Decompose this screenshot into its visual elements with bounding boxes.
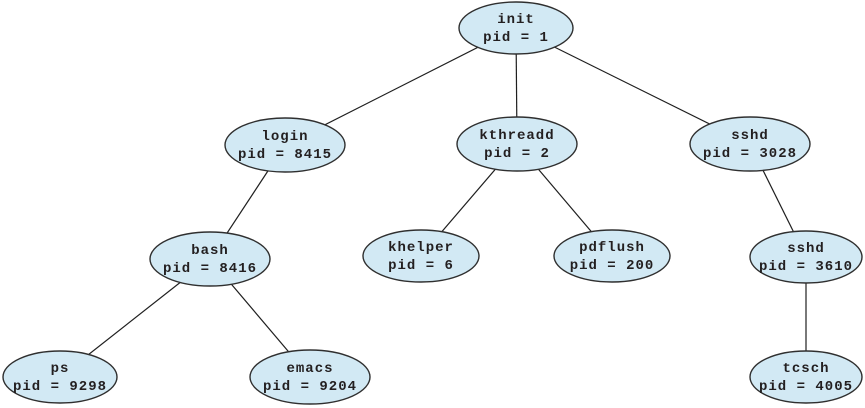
node-pdflush-pid: pid = 200 xyxy=(570,258,655,274)
node-login: login pid = 8415 xyxy=(224,117,346,173)
node-sshd-3028-shape xyxy=(689,116,811,172)
node-khelper: khelper pid = 6 xyxy=(362,229,480,283)
node-khelper-shape xyxy=(362,229,480,283)
node-sshd-3610: sshd pid = 3610 xyxy=(749,230,863,284)
node-init: init pid = 1 xyxy=(458,1,574,55)
node-login-pid: pid = 8415 xyxy=(238,147,332,163)
node-emacs-pid: pid = 9204 xyxy=(263,379,357,395)
node-emacs: emacs pid = 9204 xyxy=(249,349,371,405)
node-init-name: init xyxy=(497,12,535,28)
node-ps-pid: pid = 9298 xyxy=(13,379,107,395)
node-tcsch-pid: pid = 4005 xyxy=(759,379,853,395)
node-bash: bash pid = 8416 xyxy=(149,231,271,287)
node-emacs-name: emacs xyxy=(286,361,333,377)
node-emacs-shape xyxy=(249,349,371,405)
node-sshd-3028-pid: pid = 3028 xyxy=(703,146,797,162)
node-bash-shape xyxy=(149,231,271,287)
node-sshd-3028-name: sshd xyxy=(731,128,769,144)
node-bash-name: bash xyxy=(191,243,229,259)
node-khelper-pid: pid = 6 xyxy=(388,258,454,274)
node-init-pid: pid = 1 xyxy=(483,30,549,46)
node-init-shape xyxy=(458,1,574,55)
node-sshd-3610-pid: pid = 3610 xyxy=(759,259,853,275)
node-sshd-3028: sshd pid = 3028 xyxy=(689,116,811,172)
node-tcsch: tcsch pid = 4005 xyxy=(749,350,863,404)
node-ps: ps pid = 9298 xyxy=(2,350,118,404)
node-sshd-3610-shape xyxy=(749,230,863,284)
node-kthreadd-shape xyxy=(456,116,578,172)
node-tcsch-shape xyxy=(749,350,863,404)
node-login-shape xyxy=(224,117,346,173)
node-pdflush: pdflush pid = 200 xyxy=(553,229,671,283)
node-kthreadd: kthreadd pid = 2 xyxy=(456,116,578,172)
node-tcsch-name: tcsch xyxy=(782,361,829,377)
node-pdflush-shape xyxy=(553,229,671,283)
edges xyxy=(59,27,807,378)
node-bash-pid: pid = 8416 xyxy=(163,261,257,277)
node-kthreadd-name: kthreadd xyxy=(479,128,554,144)
node-login-name: login xyxy=(261,129,308,145)
node-sshd-3610-name: sshd xyxy=(787,241,825,257)
node-khelper-name: khelper xyxy=(388,240,454,256)
node-ps-name: ps xyxy=(51,361,70,377)
node-ps-shape xyxy=(2,350,118,404)
node-pdflush-name: pdflush xyxy=(579,240,645,256)
node-kthreadd-pid: pid = 2 xyxy=(484,146,550,162)
